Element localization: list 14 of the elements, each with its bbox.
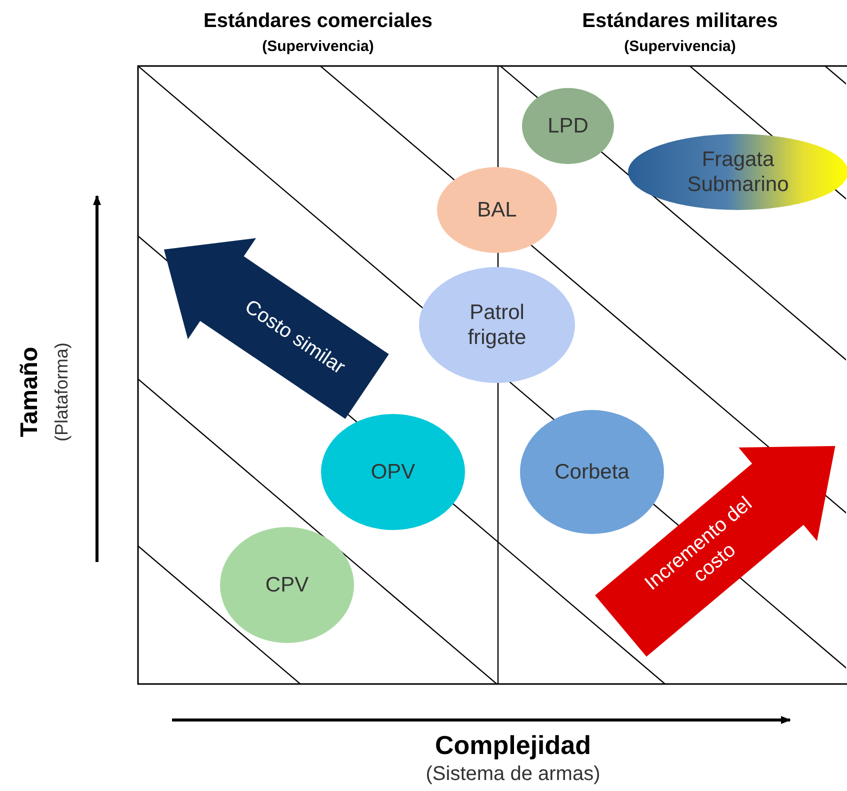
node-label: CPV — [265, 572, 309, 598]
node-label: BAL — [477, 198, 517, 222]
axis-title: (Plataforma) — [52, 342, 72, 442]
column-heading: (Supervivencia) — [262, 38, 374, 55]
column-heading: Estándares comerciales — [203, 10, 433, 33]
node-label: LPD — [548, 114, 588, 138]
node-label: OPV — [370, 460, 416, 484]
axis-title: Tamaño — [16, 346, 44, 438]
column-heading: (Supervivencia) — [624, 38, 736, 55]
node-label: Patrol frigate — [466, 300, 528, 350]
column-heading: Estándares militares — [582, 10, 778, 33]
axis-title: Complejidad — [435, 730, 591, 761]
node-label: Corbeta — [554, 460, 630, 484]
axis-title: (Sistema de armas) — [426, 763, 600, 786]
